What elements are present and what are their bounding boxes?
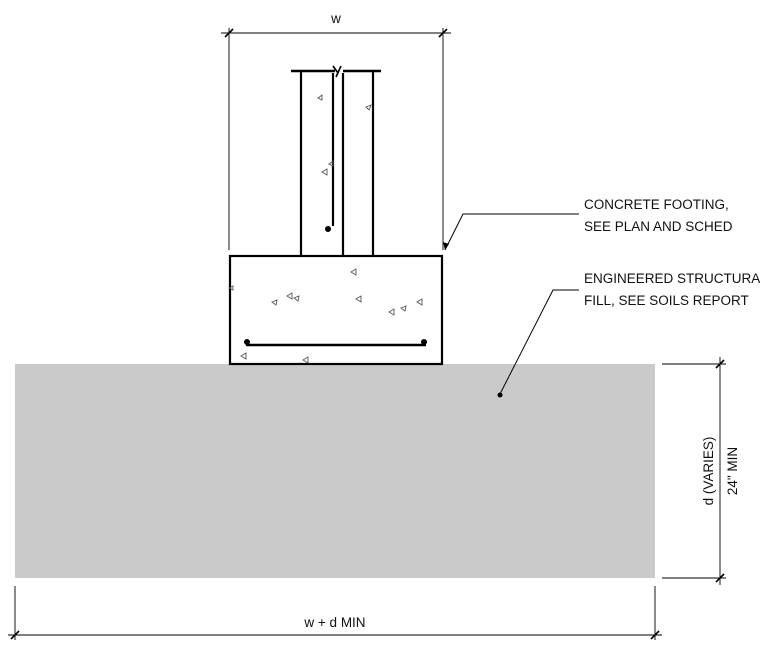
fill-callout-line2: FILL, SEE SOILS REPORT [584, 293, 749, 308]
footing-width-label: w [330, 11, 341, 26]
concrete-aggregate-marks [227, 94, 423, 364]
fill-callout-line1: ENGINEERED STRUCTURAL [584, 271, 760, 286]
concrete-footing [228, 254, 444, 366]
bottom-rebar [244, 339, 427, 347]
concrete-callout-line1: CONCRETE FOOTING, [584, 197, 729, 212]
stem-wall [291, 65, 381, 256]
depth-label-line2: 24" MIN [725, 447, 740, 495]
concrete-callout-leader [443, 213, 579, 251]
total-width-label: w + d MIN [303, 615, 365, 630]
dimension-total-width [8, 586, 662, 640]
dimension-w [221, 28, 451, 250]
fill-callout-leader [497, 289, 579, 398]
depth-label-line1: d (VARIES) [701, 437, 716, 506]
engineered-fill-area [15, 364, 655, 578]
dimension-depth [662, 357, 726, 585]
concrete-callout-line2: SEE PLAN AND SCHED [584, 219, 733, 234]
